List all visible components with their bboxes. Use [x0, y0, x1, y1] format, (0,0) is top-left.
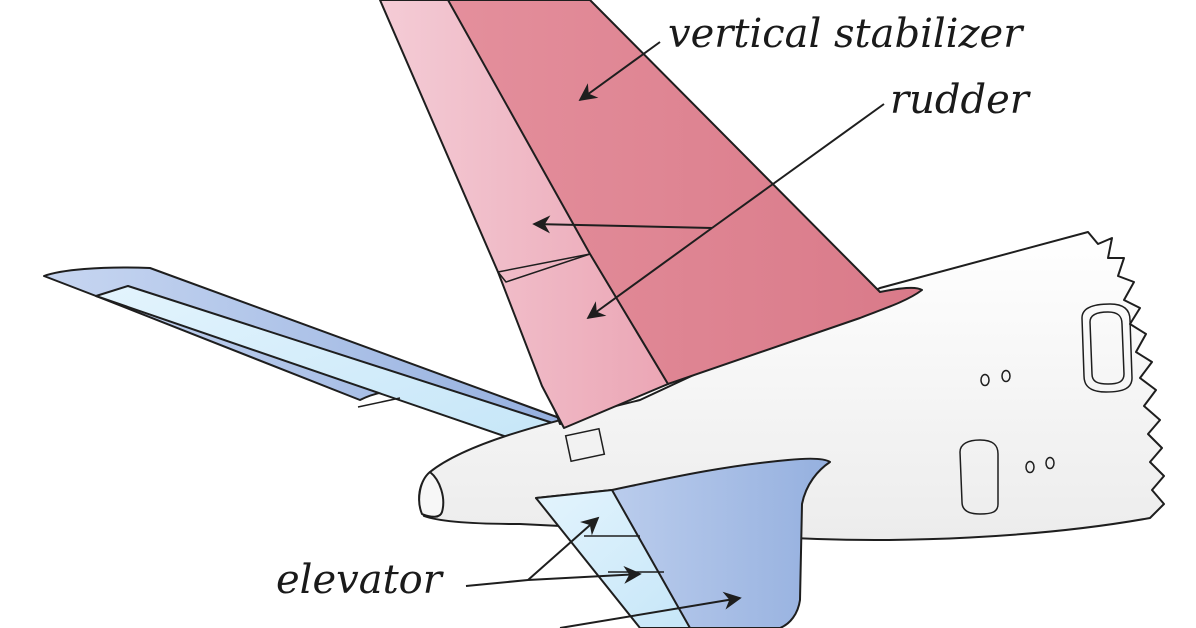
door-lower	[959, 439, 999, 515]
arrow-elevator-lower	[559, 591, 742, 628]
left-elevator	[95, 285, 557, 439]
label-elevator: elevator	[276, 557, 445, 603]
right-horizontal-stabilizer	[535, 457, 831, 628]
leader-lines	[465, 41, 885, 628]
arrow-elevator-middle	[527, 565, 642, 584]
arrow-rudder-lower	[586, 227, 713, 320]
label-vertical-stabilizer: vertical stabilizer	[668, 11, 1025, 57]
arrow-rudder-main	[711, 103, 885, 229]
right-elevator	[535, 489, 691, 628]
access-panel	[564, 427, 606, 463]
window-pair-lower	[1025, 456, 1055, 474]
rudder	[379, 0, 669, 429]
arrow-elevator-stem	[465, 579, 529, 587]
arrow-elevator-upper	[527, 516, 600, 581]
label-rudder: rudder	[890, 77, 1032, 123]
left-horizontal-stabilizer	[43, 266, 566, 439]
door-upper	[1081, 303, 1133, 393]
window-pair-upper	[980, 369, 1011, 387]
arrow-vertical-stabilizer	[578, 41, 661, 102]
arrow-rudder-upper	[532, 215, 713, 234]
fuselage	[418, 231, 1165, 541]
